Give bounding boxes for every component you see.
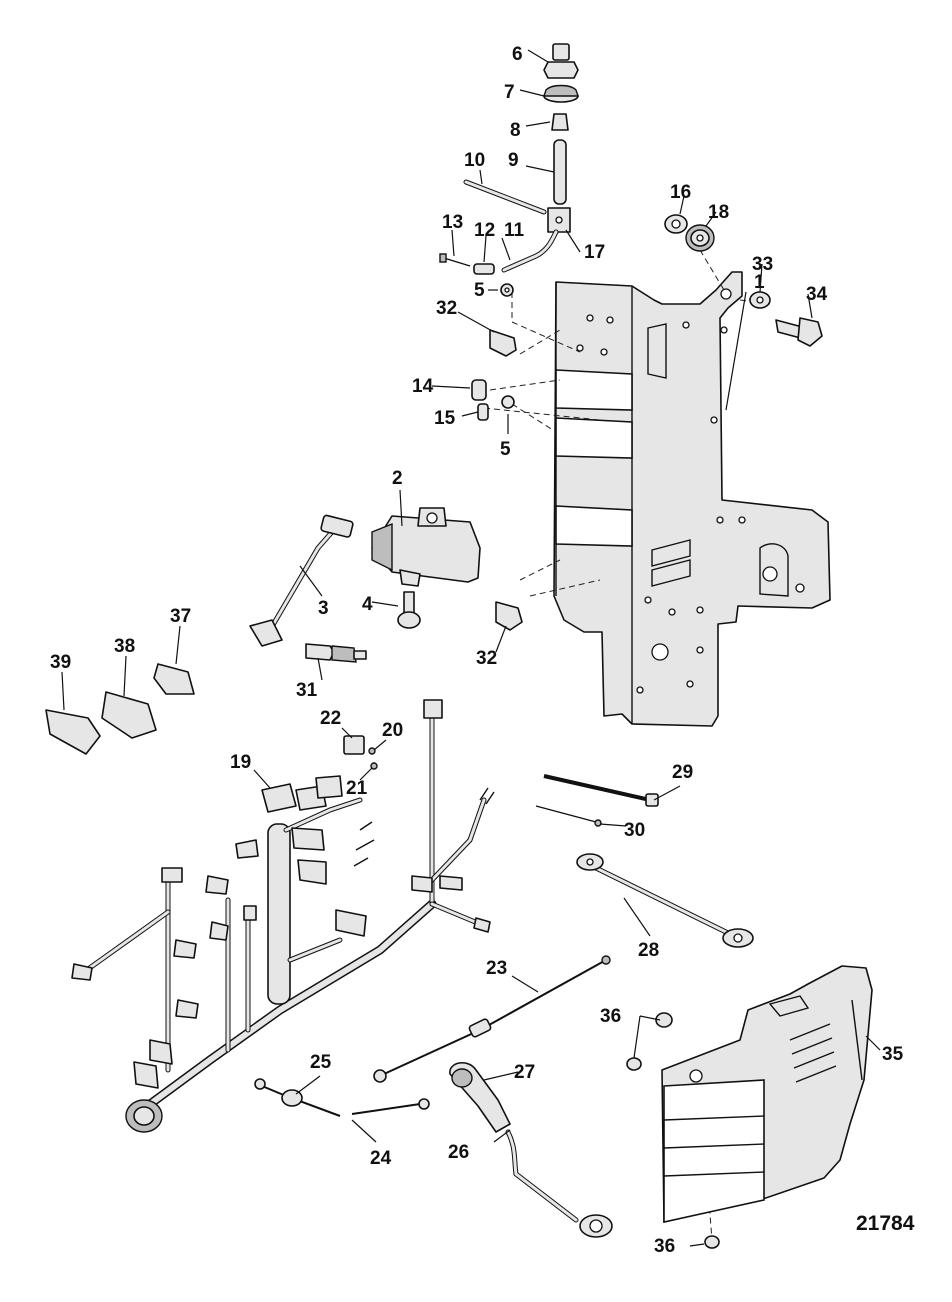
part-30-cable-tie — [535, 805, 602, 827]
callout-17: 17 — [584, 242, 605, 263]
part-29-cable-tie — [543, 774, 659, 807]
part-35-cover — [661, 965, 873, 1223]
callout-24: 24 — [370, 1148, 392, 1169]
callout-labels: 1 2 3 4 5 5 6 7 8 9 10 11 12 13 14 15 16… — [50, 44, 915, 1257]
part-4-bolt — [397, 591, 421, 629]
part-15-fitting — [477, 403, 489, 421]
part-23-lead — [373, 955, 611, 1083]
callout-8: 8 — [510, 120, 521, 141]
part-11-hose — [501, 229, 559, 273]
callout-37: 37 — [170, 606, 191, 627]
callout-11: 11 — [504, 220, 525, 241]
part-33-washer — [749, 291, 771, 309]
callout-36-upper: 36 — [600, 1006, 621, 1027]
callout-5-upper: 5 — [474, 280, 485, 301]
leader-lines — [61, 49, 881, 1247]
callout-25: 25 — [310, 1052, 332, 1073]
part-3-lead — [249, 514, 354, 647]
callout-15: 15 — [434, 408, 456, 429]
part-34-bolt — [775, 317, 823, 347]
part-31-spark-plug — [305, 643, 367, 663]
part-27-boot — [449, 1062, 511, 1133]
callout-36-lower: 36 — [654, 1236, 675, 1257]
callout-30: 30 — [624, 820, 645, 841]
mounting-plate — [553, 271, 831, 727]
callout-29: 29 — [672, 762, 693, 783]
callout-32-upper: 32 — [436, 298, 457, 319]
callout-20: 20 — [382, 720, 403, 741]
part-6-fitting — [543, 43, 579, 79]
part-2-module — [371, 507, 481, 587]
part-19-wiring-harness — [71, 699, 495, 1133]
callout-18: 18 — [708, 202, 729, 223]
callout-7: 7 — [504, 82, 515, 103]
callout-35: 35 — [882, 1044, 904, 1065]
part-8-connector — [551, 113, 569, 131]
callout-10: 10 — [464, 150, 485, 171]
callout-2: 2 — [392, 468, 403, 489]
callout-12: 12 — [474, 220, 495, 241]
callout-32-lower: 32 — [476, 648, 497, 669]
part-38-connector — [101, 691, 157, 739]
part-14-spacer — [471, 379, 487, 401]
callout-9: 9 — [508, 150, 519, 171]
part-24-lead — [351, 1098, 430, 1115]
callout-13: 13 — [442, 212, 463, 233]
part-7-clamp — [543, 84, 579, 103]
part-9-hose — [553, 139, 567, 205]
figure-number: 21784 — [856, 1212, 915, 1235]
part-12-fitting — [473, 263, 495, 275]
part-39-connector — [45, 709, 101, 755]
part-36-nut-lower — [704, 1235, 720, 1249]
part-5-nut-upper — [500, 283, 514, 297]
callout-39: 39 — [50, 652, 71, 673]
part-5-nut-lower — [501, 395, 515, 409]
callout-27: 27 — [514, 1062, 535, 1083]
part-32-clip-upper — [489, 329, 517, 357]
callout-14: 14 — [412, 376, 434, 397]
callout-22: 22 — [320, 708, 341, 729]
part-16-bushing — [664, 214, 688, 234]
part-32-clip-lower — [495, 601, 523, 631]
callout-38: 38 — [114, 636, 135, 657]
part-37-connector — [153, 663, 195, 695]
part-28-ground-strap — [576, 853, 754, 948]
part-18-grommet — [685, 224, 715, 252]
callout-34: 34 — [806, 284, 828, 305]
callout-28: 28 — [638, 940, 659, 961]
part-10-hose — [463, 179, 547, 215]
callout-5-lower: 5 — [500, 439, 511, 460]
part-26-cable — [505, 1129, 613, 1238]
callout-1: 1 — [754, 272, 765, 293]
callout-26: 26 — [448, 1142, 469, 1163]
callout-19: 19 — [230, 752, 251, 773]
part-25-lead — [254, 1078, 341, 1117]
callout-3: 3 — [318, 598, 329, 619]
part-36-nut-upper-a — [655, 1012, 673, 1028]
part-17-tee — [547, 207, 571, 233]
part-20-pin — [368, 747, 376, 755]
callout-31: 31 — [296, 680, 318, 701]
part-13-pin — [439, 253, 471, 267]
callout-16: 16 — [670, 182, 691, 203]
callout-4: 4 — [362, 594, 373, 615]
part-21-pin — [370, 762, 378, 770]
callout-23: 23 — [486, 958, 507, 979]
callout-21: 21 — [346, 778, 368, 799]
part-22-block — [343, 735, 365, 755]
callout-33: 33 — [752, 254, 773, 275]
part-36-nut-upper-b — [626, 1057, 642, 1071]
callout-6: 6 — [512, 44, 523, 65]
